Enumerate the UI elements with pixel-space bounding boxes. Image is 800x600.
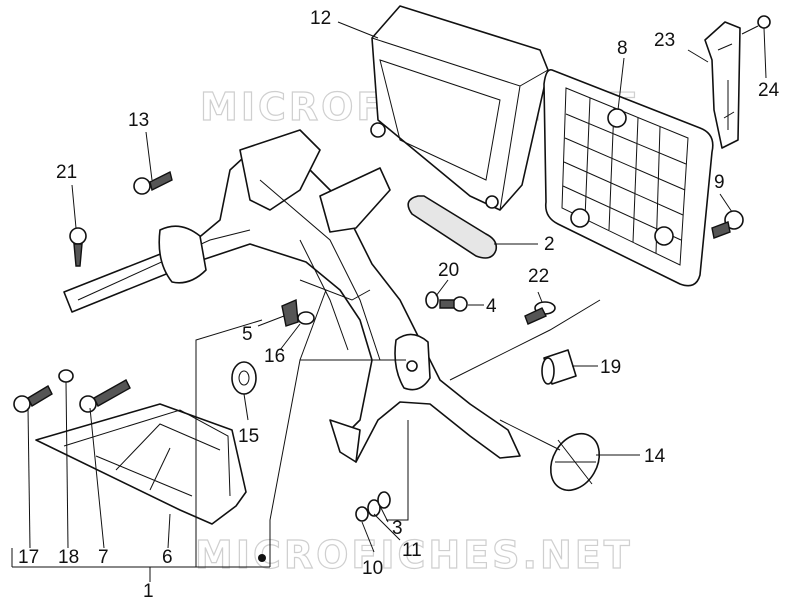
callout-14: 14: [644, 446, 666, 467]
callout-6: 6: [162, 547, 173, 568]
callout-13: 13: [128, 110, 149, 131]
callout-3: 3: [392, 518, 403, 539]
callout-5: 5: [242, 324, 253, 345]
washer-18: [58, 369, 74, 383]
nut-10: [355, 506, 369, 522]
leader-dot: [258, 554, 266, 562]
leader-lines: [11, 21, 767, 582]
callout-7: 7: [98, 547, 109, 568]
nut-16: [297, 311, 315, 325]
light-housing: [370, 5, 549, 211]
spacer-19: [541, 349, 577, 385]
screw-17: [13, 385, 53, 413]
screw-13: [133, 170, 173, 195]
callout-21: 21: [56, 162, 77, 183]
callout-19: 19: [600, 357, 621, 378]
screw-21: [69, 227, 87, 267]
plate-bracket: [704, 21, 741, 149]
screw-4: [439, 296, 468, 312]
rear-mudguard-bracket: [63, 129, 521, 463]
reflector-pad: [407, 195, 498, 259]
callout-16: 16: [264, 346, 285, 367]
screw-9: [711, 210, 744, 239]
callout-4: 4: [486, 296, 497, 317]
washer-20: [425, 291, 439, 309]
screw-24: [741, 15, 771, 35]
callout-23: 23: [654, 30, 675, 51]
callout-22: 22: [528, 266, 549, 287]
grommet-15: [231, 361, 257, 395]
callout-1: 1: [143, 581, 154, 600]
callout-11: 11: [402, 540, 422, 561]
callout-20: 20: [438, 260, 459, 281]
license-plate-holder: [543, 68, 714, 287]
clip-5: [281, 298, 299, 327]
round-reflector: [549, 432, 601, 492]
callout-labels: 12 8 23 24 9 2 22 20 4 19 14 13 21 5 16 …: [18, 8, 780, 600]
callout-18: 18: [58, 547, 79, 568]
callout-24: 24: [758, 80, 780, 101]
washer-3: [377, 491, 391, 509]
callout-15: 15: [238, 426, 259, 447]
splash-guard: [35, 403, 247, 525]
screw-7: [79, 379, 131, 413]
callout-9: 9: [714, 172, 725, 193]
washer-11: [367, 499, 381, 517]
callout-8: 8: [617, 38, 628, 59]
callout-12: 12: [310, 8, 331, 29]
callout-10: 10: [362, 558, 383, 579]
watermark-bottom: MICROFICHES.NET: [195, 533, 633, 577]
bolt-22: [524, 301, 556, 325]
callout-2: 2: [544, 234, 555, 255]
callout-17: 17: [18, 547, 39, 568]
